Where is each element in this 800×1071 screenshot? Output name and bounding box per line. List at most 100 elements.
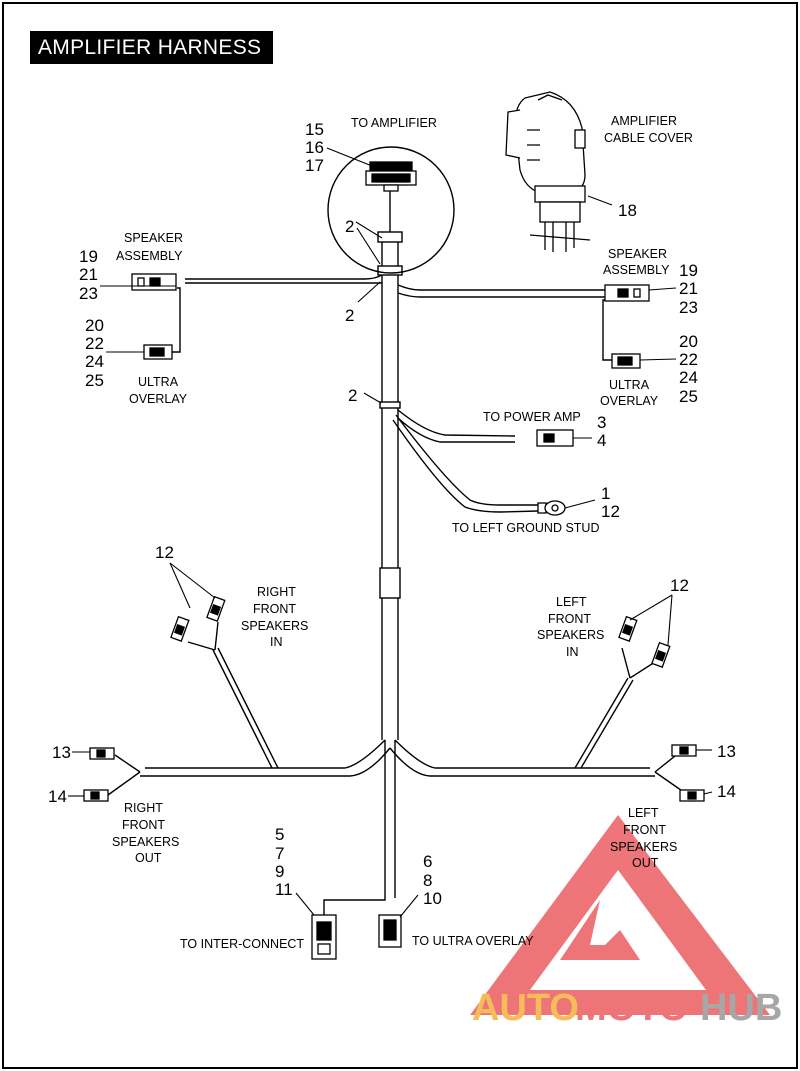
label-speaker-assembly-left-2: ASSEMBLY (116, 249, 183, 263)
bottom-split-left-1 (145, 739, 386, 769)
callout-23-left: 23 (79, 284, 98, 303)
inter-connect-connector (311, 914, 337, 960)
power-amp-wire-2 (397, 417, 515, 443)
label-to-amplifier: TO AMPLIFIER (351, 116, 437, 130)
amplifier-cable-cover (505, 91, 591, 252)
text-labels: TO AMPLIFIER AMPLIFIER CABLE COVER SPEAK… (112, 114, 693, 951)
right-speaker-wire-bottom (397, 292, 605, 298)
lf-in-wire-b (580, 679, 634, 769)
trunk-sleeve (379, 567, 401, 599)
callout-9: 9 (275, 862, 284, 881)
lf-in-wire-a (574, 677, 629, 769)
label-rf-in-2: FRONT (253, 602, 296, 616)
rf-in-fork-1 (187, 641, 216, 651)
lf-in-connector-b (651, 641, 671, 668)
bottom-split-right-1 (394, 739, 650, 769)
label-speaker-assembly-right-2: ASSEMBLY (603, 263, 670, 277)
callout-15: 15 (305, 120, 324, 139)
lf-in-fork-1 (621, 647, 631, 679)
watermark-moto: MOTO (575, 987, 688, 1029)
label-lf-in-2: FRONT (548, 612, 591, 626)
callout-14-left: 14 (48, 787, 67, 806)
callout-10: 10 (423, 889, 442, 908)
callout-1: 1 (601, 484, 610, 503)
lf-out-connector-13 (671, 744, 697, 757)
label-lf-out-1: LEFT (628, 806, 659, 820)
rf-out-connector-13 (89, 747, 115, 760)
right-speaker-wire-top (397, 284, 605, 291)
watermark-inner-mark (560, 900, 640, 960)
watermark-auto: AUTO (472, 987, 579, 1029)
callout-21-right: 21 (679, 279, 698, 298)
label-lf-in-1: LEFT (556, 595, 587, 609)
label-lf-out-3: SPEAKERS (610, 840, 677, 854)
rf-in-wire-a (217, 647, 279, 769)
label-to-power-amp: TO POWER AMP (483, 410, 581, 424)
callout-16: 16 (305, 138, 324, 157)
left-overlay-connector (143, 344, 173, 360)
power-amp-wire-1 (397, 409, 516, 437)
label-ultra-overlay-right-1: ULTRA (609, 378, 650, 392)
label-to-inter-connect: TO INTER-CONNECT (180, 937, 304, 951)
callout-8: 8 (423, 871, 432, 890)
label-to-ultra-overlay: TO ULTRA OVERLAY (412, 934, 534, 948)
callout-12-left-front: 12 (670, 576, 689, 595)
label-ultra-overlay-right-2: OVERLAY (600, 394, 659, 408)
callout-24-left: 24 (85, 352, 104, 371)
callout-21-left: 21 (79, 265, 98, 284)
callout-13-left: 13 (52, 743, 71, 762)
leader-lines (68, 147, 713, 918)
label-lf-out-2: FRONT (623, 823, 666, 837)
connectors (83, 273, 705, 960)
callout-25-left: 25 (85, 371, 104, 390)
callout-11: 11 (275, 880, 293, 899)
harness-wires (107, 190, 689, 915)
callout-20-left: 20 (85, 316, 104, 335)
diagram-title: AMPLIFIER HARNESS (30, 31, 274, 64)
callout-2-top: 2 (345, 217, 354, 236)
label-to-left-ground-stud: TO LEFT GROUND STUD (452, 521, 599, 535)
callout-2-mid: 2 (345, 306, 354, 325)
callout-18: 18 (618, 201, 637, 220)
amplifier-detail-circle (327, 146, 455, 274)
left-speaker-wire-top (185, 274, 383, 280)
callout-5: 5 (275, 825, 284, 844)
label-rf-out-1: RIGHT (124, 801, 163, 815)
callout-19-right: 19 (679, 261, 698, 280)
callout-7: 7 (275, 844, 284, 863)
clip-lower (379, 401, 401, 409)
rf-out-connector-14 (83, 789, 109, 802)
callout-14-right: 14 (717, 782, 736, 801)
left-speaker-connector (131, 273, 177, 291)
label-lf-in-4: IN (566, 645, 579, 659)
clip-upper (377, 231, 403, 243)
label-ultra-overlay-left-1: ULTRA (138, 375, 179, 389)
clip-mid (377, 265, 403, 276)
callout-24-right: 24 (679, 368, 698, 387)
rf-in-wire-b (212, 649, 273, 769)
ground-wire-2 (392, 419, 539, 513)
callout-2-lower: 2 (348, 386, 357, 405)
bottom-split-left-2 (140, 747, 391, 777)
callout-22-left: 22 (85, 334, 104, 353)
lf-out-connector-14 (679, 789, 705, 802)
label-rf-in-3: SPEAKERS (241, 619, 308, 633)
label-ultra-overlay-left-2: OVERLAY (129, 392, 188, 406)
rf-in-connector-a (170, 615, 190, 642)
callout-13-right: 13 (717, 742, 736, 761)
right-speaker-connector (604, 284, 650, 302)
ground-wire-1 (395, 414, 538, 506)
rf-out-fork-13 (114, 754, 141, 773)
callout-19-left: 19 (79, 247, 98, 266)
label-rf-out-4: OUT (135, 851, 162, 865)
left-overlay-lead (172, 287, 181, 353)
callout-17: 17 (305, 156, 324, 175)
watermark-hub: HUB (700, 987, 782, 1029)
label-lf-out-4: OUT (632, 856, 659, 870)
label-speaker-assembly-right-1: SPEAKER (608, 247, 667, 261)
watermark-logo: AUTO MOTO HUB (470, 815, 782, 1029)
callout-6: 6 (423, 852, 432, 871)
right-overlay-lead (602, 299, 612, 361)
